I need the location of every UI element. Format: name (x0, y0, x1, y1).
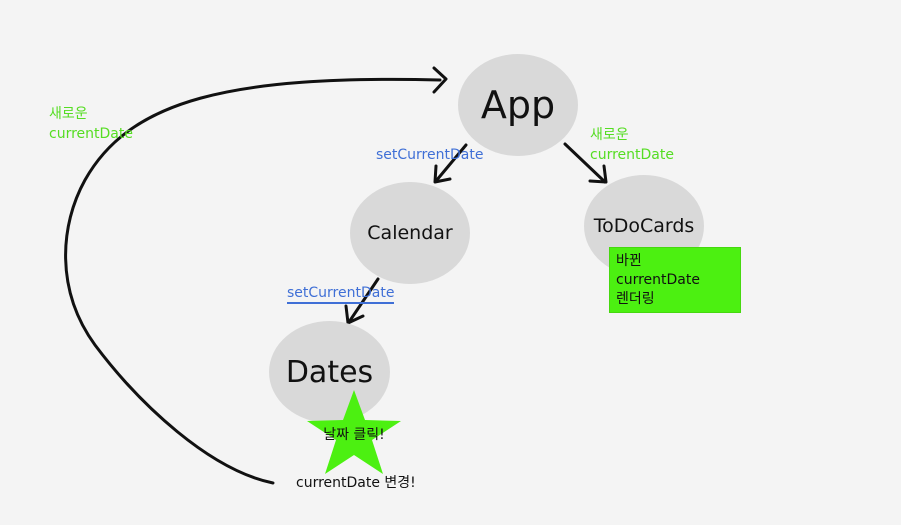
node-todocards-label: ToDoCards (593, 215, 695, 237)
rerender-note-line1: 바뀐 (616, 253, 642, 269)
edge-label-app-to-todocards-line2: currentDate (590, 147, 674, 163)
click-star: 날짜 클릭! (305, 390, 403, 476)
arrow-loop-to-app (64, 66, 448, 485)
node-calendar: Calendar (350, 182, 470, 284)
edge-label-app-to-calendar: setCurrentDate (376, 147, 484, 163)
node-calendar-label: Calendar (367, 222, 453, 244)
edge-label-calendar-to-dates: setCurrentDate (287, 284, 395, 304)
rerender-note: 바뀐 currentDate 렌더링 (609, 247, 741, 313)
edge-label-app-to-todocards-line1: 새로운 (590, 127, 629, 143)
change-text: currentDate 변경! (296, 475, 416, 491)
node-app: App (458, 54, 578, 156)
edge-label-app-to-todocards: 새로운 currentDate (590, 125, 674, 165)
node-dates: Dates (269, 321, 390, 423)
edge-label-loop-line1: 새로운 (49, 106, 88, 122)
edge-label-loop: 새로운 currentDate (49, 104, 133, 144)
star-text: 날짜 클릭! (323, 427, 385, 443)
node-dates-label: Dates (285, 354, 374, 390)
arrow-app-to-calendar (433, 143, 468, 184)
star-icon (307, 390, 401, 474)
rerender-note-line3: 렌더링 (616, 291, 655, 307)
node-app-label: App (480, 83, 556, 127)
arrow-app-to-todocards (563, 142, 608, 184)
edge-label-loop-line2: currentDate (49, 126, 133, 142)
rerender-note-line2: currentDate (616, 272, 700, 288)
